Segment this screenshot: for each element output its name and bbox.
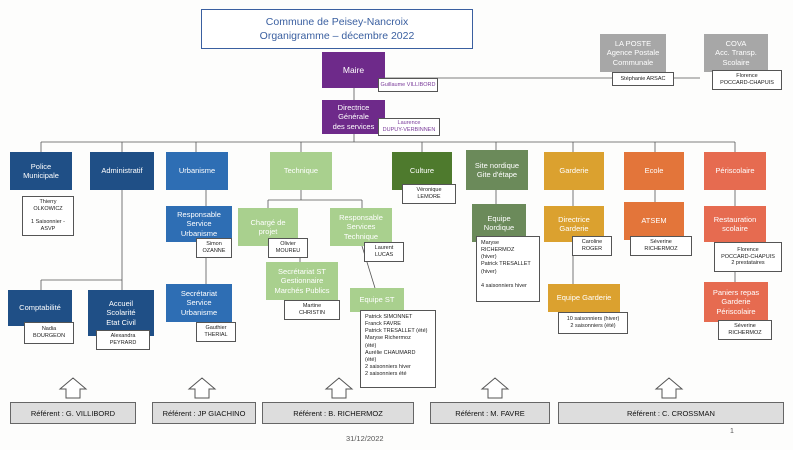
la-poste-box: LA POSTE Agence Postale Communale [600,34,666,72]
la-poste-name: Stéphanie ARSAC [612,72,674,86]
maire-name: Guillaume VILLIBORD [378,78,438,92]
page-number: 1 [730,428,734,435]
commune-name: Commune de Peisey-Nancroix [265,15,409,28]
equipe-garderie-box: Equipe Garderie [548,284,620,312]
referent-richermoz: Référent : B. RICHERMOZ [262,402,414,424]
restauration-box: Restauration scolaire [704,206,766,242]
urbanisme-box: Urbanisme [166,152,228,190]
equipe-nordique-list: Maryse RICHERMOZ (hiver) Patrick TRESALL… [476,236,540,302]
directrice-garderie-name: Caroline ROGER [572,236,612,256]
periscolaire-box: Périscolaire [704,152,766,190]
equipe-st-box: Equipe ST [350,288,404,312]
footer-date: 31/12/2022 [346,434,384,443]
paniers-repas-name: Séverine RICHERMOZ [718,320,772,340]
referent-giachino: Référent : JP GIACHINO [152,402,256,424]
resp-urbanisme-name: Simon OZANNE [196,238,232,258]
nordique-box: Site nordique Gite d'étape [466,150,528,190]
referent-crossman: Référent : C. CROSSMAN [558,402,784,424]
charge-projet-name: Olivier MOUREU [268,238,308,258]
chart-title: Commune de Peisey-Nancroix Organigramme … [201,9,473,49]
referent-favre: Référent : M. FAVRE [430,402,550,424]
police-box: Police Municipale [10,152,72,190]
equipe-st-list: Patrick SIMONNET Franck FAVRE Patrick TR… [360,310,436,388]
cova-name: Florence POCCARD-CHAPUIS [712,70,782,90]
atsem-name: Séverine RICHERMOZ [630,236,692,256]
police-name: Thierry OLKOWICZ 1 Saisonnier - ASVP [22,196,74,236]
atsem-box: ATSEM [624,202,684,240]
ecole-box: Ecole [624,152,684,190]
comptabilite-box: Comptabilité [8,290,72,326]
paniers-repas-box: Paniers repas Garderie Périscolaire [704,282,768,322]
culture-box: Culture [392,152,452,190]
accueil-name: Alexandra PEYRARD [96,330,150,350]
equipe-nordique-box: Equipe Nordique [472,204,526,242]
dgs-box: Directrice Générale des services [322,100,385,134]
maire-box: Maire [322,52,385,88]
resp-urbanisme-box: Responsable Service Urbanisme [166,206,232,242]
equipe-garderie-list: 10 saisonniers (hiver) 2 saisonniers (ét… [558,312,628,334]
accueil-box: Accueil Scolarité Etat Civil [88,290,154,336]
garderie-box: Garderie [544,152,604,190]
restauration-name: Florence POCCARD-CHAPUIS 2 prestataires [714,242,782,272]
resp-technique-box: Responsable Services Technique [330,208,392,246]
secr-urbanisme-name: Gauthier THERIAL [196,322,236,342]
culture-name: Véronique LEMORE [402,184,456,204]
secr-st-box: Secrétariat ST Gestionnaire Marchés Publ… [266,262,338,300]
dgs-name: Laurence DUPUY-VERBINNEN [378,118,440,136]
comptabilite-name: Nadia BOURGEON [24,322,74,344]
secr-urbanisme-box: Secrétariat Service Urbanisme [166,284,232,322]
cova-box: COVA Acc. Transp. Scolaire [704,34,768,72]
referent-villibord: Référent : G. VILLIBORD [10,402,136,424]
resp-technique-name: Laurent LUCAS [364,242,404,262]
secr-st-name: Martine CHRISTIN [284,300,340,320]
administratif-box: Administratif [90,152,154,190]
technique-box: Technique [270,152,332,190]
chart-date-title: Organigramme – décembre 2022 [259,30,415,42]
